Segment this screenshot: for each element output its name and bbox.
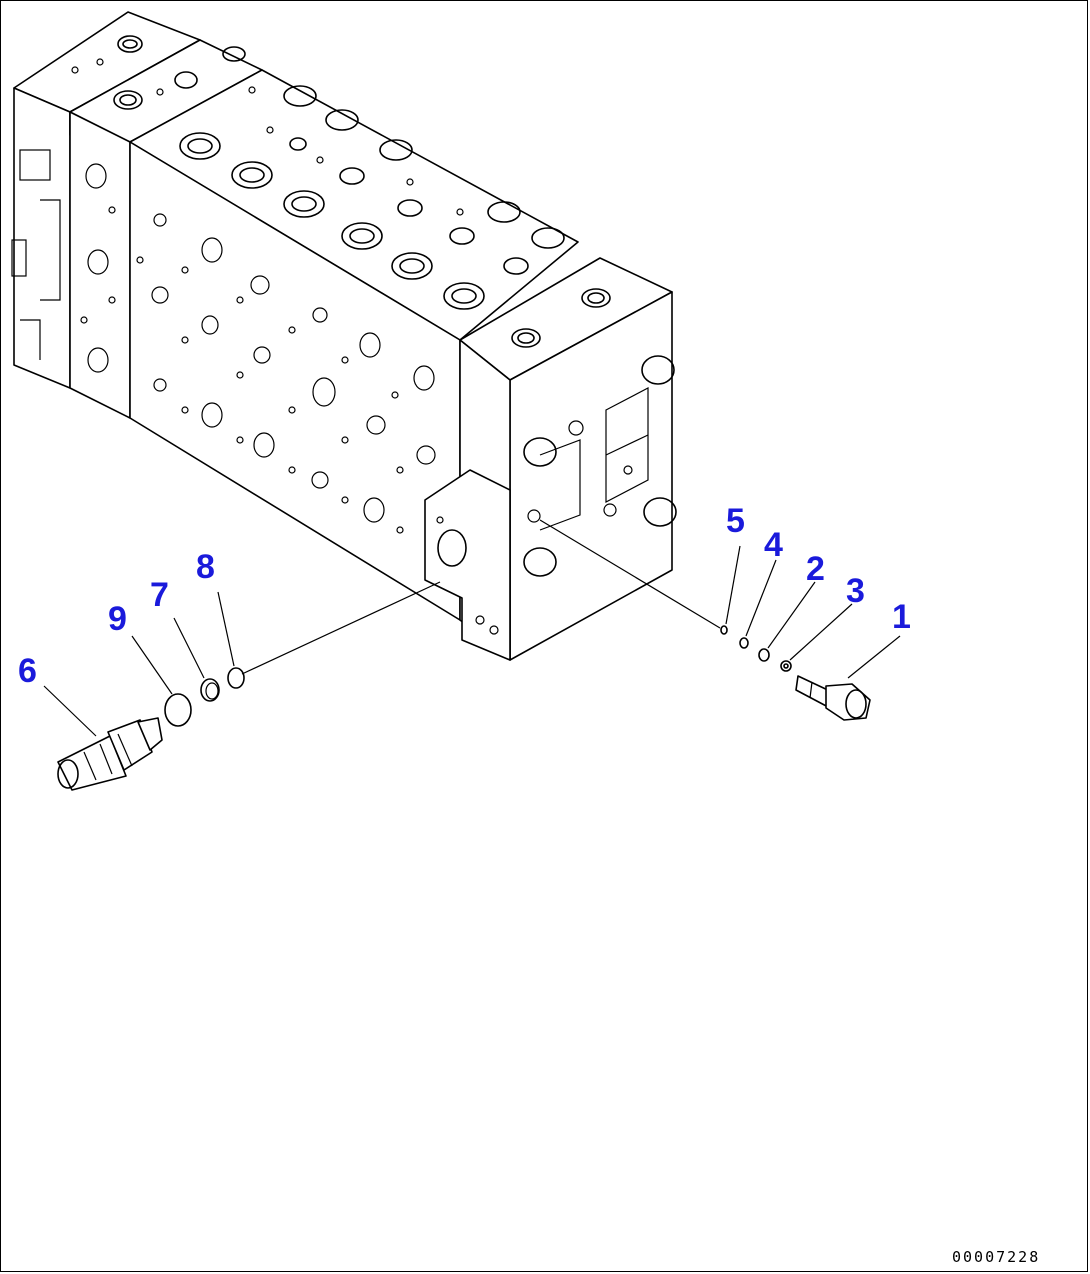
part-8-o-ring xyxy=(227,667,245,689)
callout-3: 3 xyxy=(846,572,865,610)
part-6-valve xyxy=(57,717,163,791)
callout-4: 4 xyxy=(764,526,783,564)
callout-1: 1 xyxy=(892,598,911,636)
part-2-ring xyxy=(758,648,770,662)
callout-9: 9 xyxy=(108,600,127,638)
document-number: 00007228 xyxy=(952,1248,1040,1266)
callout-6: 6 xyxy=(18,652,37,690)
part-3-ring xyxy=(780,660,792,672)
callout-8: 8 xyxy=(196,548,215,586)
callout-2: 2 xyxy=(806,550,825,588)
callout-5: 5 xyxy=(726,502,745,540)
part-5-ring xyxy=(720,625,728,635)
part-9-o-ring xyxy=(164,693,192,727)
callout-7: 7 xyxy=(150,576,169,614)
control-valve-block xyxy=(11,11,677,661)
part-1-valve xyxy=(795,675,871,721)
part-4-ring xyxy=(739,637,749,649)
part-7-ring xyxy=(200,678,220,702)
